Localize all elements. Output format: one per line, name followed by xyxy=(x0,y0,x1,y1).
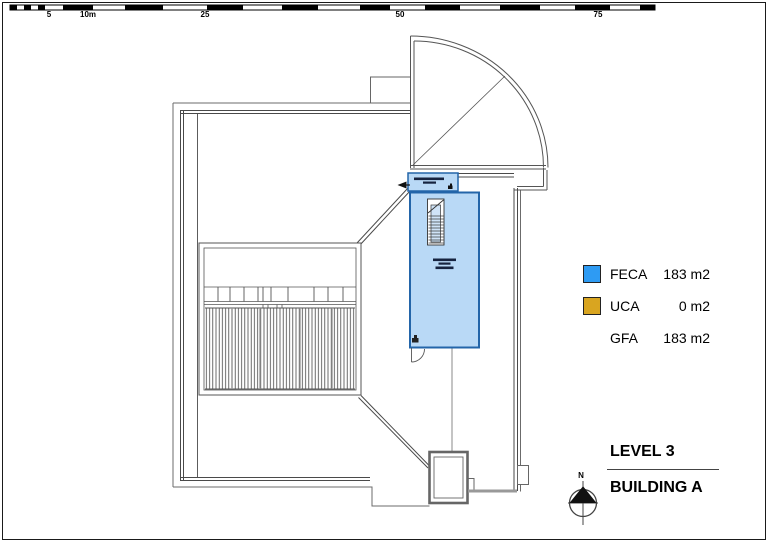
hose-reel-icon xyxy=(412,335,419,343)
gfa-label: GFA xyxy=(610,330,639,346)
feca-core-box xyxy=(409,191,480,349)
feca-label: FECA xyxy=(610,266,648,282)
area-legend: FECA 183 m2 UCA 0 m2 GFA 183 m2 xyxy=(583,265,710,347)
building-title: BUILDING A xyxy=(610,479,703,496)
building-outline xyxy=(172,102,521,507)
door-swing xyxy=(411,348,425,363)
scale-tick-75: 75 xyxy=(593,10,603,19)
lift-shaft xyxy=(428,348,529,505)
feca-value: 183 m2 xyxy=(663,266,710,282)
uca-value: 0 m2 xyxy=(678,298,710,314)
legend-row-uca: UCA 0 m2 xyxy=(583,297,710,315)
uca-swatch xyxy=(583,297,601,315)
roof-access-box xyxy=(370,76,411,104)
lobby-annotation-text xyxy=(414,177,444,184)
lobby-symbol-icon xyxy=(448,183,453,189)
legend-row-gfa: GFA 183 m2 xyxy=(583,329,710,347)
entry-arrow-icon xyxy=(397,181,410,189)
feca-area xyxy=(397,172,480,363)
diagonal-walls xyxy=(356,187,431,469)
uca-label: UCA xyxy=(610,298,640,314)
feca-swatch xyxy=(583,265,601,283)
scale-tick-50: 50 xyxy=(395,10,405,19)
core-annotation-text xyxy=(433,258,456,270)
gfa-value: 183 m2 xyxy=(663,330,710,346)
perimeter-walls xyxy=(180,110,518,491)
level-title: LEVEL 3 xyxy=(610,443,675,460)
north-letter: N xyxy=(578,471,584,480)
louver-unit xyxy=(198,242,362,396)
wall-bump xyxy=(517,465,529,485)
scale-tick-10m: 10m xyxy=(79,10,97,19)
quarter-circle-wing xyxy=(410,35,549,191)
stair-flight xyxy=(427,198,445,246)
scale-bar xyxy=(9,4,656,11)
scale-tick-5: 5 xyxy=(46,10,52,19)
title-divider xyxy=(607,469,719,470)
north-compass-icon xyxy=(568,481,598,525)
legend-row-feca: FECA 183 m2 xyxy=(583,265,710,283)
scale-tick-25: 25 xyxy=(200,10,210,19)
